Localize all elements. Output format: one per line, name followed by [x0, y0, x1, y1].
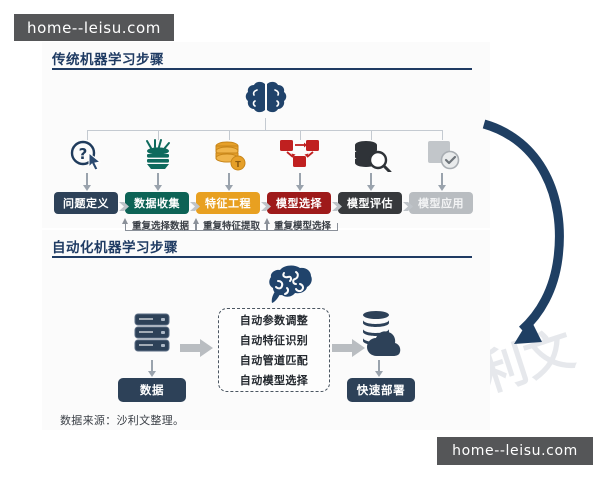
- stage-connector: [154, 173, 161, 191]
- traditional-pipeline: 传统机器学习步骤: [42, 42, 490, 232]
- coin-stack-icon: T: [203, 138, 255, 178]
- source-note: 数据来源：沙利文整理。: [60, 414, 185, 427]
- database-icon: [128, 310, 176, 358]
- feedback-loop-1: 重复选择数据: [121, 216, 196, 232]
- tree-branch: [229, 130, 231, 140]
- input-node[interactable]: 数据: [118, 378, 186, 402]
- stage-connector: [225, 173, 232, 191]
- stage-chevron: [403, 197, 414, 211]
- auto-item-1: 自动参数调整: [239, 314, 309, 327]
- auto-item-3: 自动管道匹配: [239, 354, 309, 367]
- auto-item-2: 自动特征识别: [239, 334, 309, 347]
- feedback-loop-2: 重复特征提取: [192, 216, 267, 232]
- stage-connector: [83, 173, 90, 191]
- brain-icon: [260, 264, 314, 306]
- stage-chevron: [190, 197, 201, 211]
- auto-item-4: 自动模型选择: [239, 374, 309, 387]
- watermark-top: home--leisu.com: [14, 14, 174, 41]
- svg-text:?: ?: [79, 145, 88, 163]
- cloud-deploy-icon: [352, 308, 406, 360]
- stage-box-1[interactable]: 问题定义: [54, 192, 118, 214]
- stage-chevron: [119, 197, 130, 211]
- tree-branch: [158, 130, 160, 140]
- tree-branch: [300, 130, 302, 140]
- watermark-bottom: home--leisu.com: [437, 437, 593, 465]
- deploy-connector: [375, 360, 382, 377]
- stage-connector: [438, 173, 445, 191]
- tree-stem: [265, 118, 267, 130]
- stage-box-3[interactable]: 特征工程: [196, 192, 260, 214]
- tree-branch: [442, 130, 444, 140]
- svg-text:T: T: [235, 160, 241, 169]
- stage-box-5[interactable]: 模型评估: [338, 192, 402, 214]
- traditional-title-rule: [52, 68, 472, 70]
- stage-connector: [367, 173, 374, 191]
- auto-capabilities-box: 自动参数调整 自动特征识别 自动管道匹配 自动模型选择: [218, 308, 330, 392]
- checked-box-icon: [416, 138, 468, 178]
- stage-connector: [296, 173, 303, 191]
- stage-box-6[interactable]: 模型应用: [409, 192, 473, 214]
- automated-title-rule: [52, 256, 472, 258]
- stage-box-4[interactable]: 模型选择: [267, 192, 331, 214]
- tree-rail: [87, 130, 443, 132]
- flow-arrow-right: [180, 338, 214, 358]
- data-connector: [148, 360, 155, 377]
- automated-pipeline: 自动化机器学习步骤 自动参数调整 自动特征识别 自动管道匹配 自动模型选择: [42, 230, 490, 430]
- stage-chevron: [332, 197, 343, 211]
- flow-arrow-right: [332, 338, 366, 358]
- stage-chevron: [261, 197, 272, 211]
- data-funnel-icon: [132, 138, 184, 178]
- output-node[interactable]: 快速部署: [347, 378, 415, 402]
- traditional-title: 传统机器学习步骤: [52, 52, 164, 68]
- stage-box-2[interactable]: 数据收集: [125, 192, 189, 214]
- database-search-icon: [345, 138, 397, 178]
- question-cursor-icon: ?: [61, 138, 113, 178]
- tree-branch: [87, 130, 89, 140]
- tree-branch: [371, 130, 373, 140]
- feedback-loop-3: 重复模型选择: [263, 216, 338, 232]
- model-branch-icon: [274, 138, 326, 178]
- automated-title: 自动化机器学习步骤: [52, 240, 178, 256]
- brain-icon: [240, 80, 292, 118]
